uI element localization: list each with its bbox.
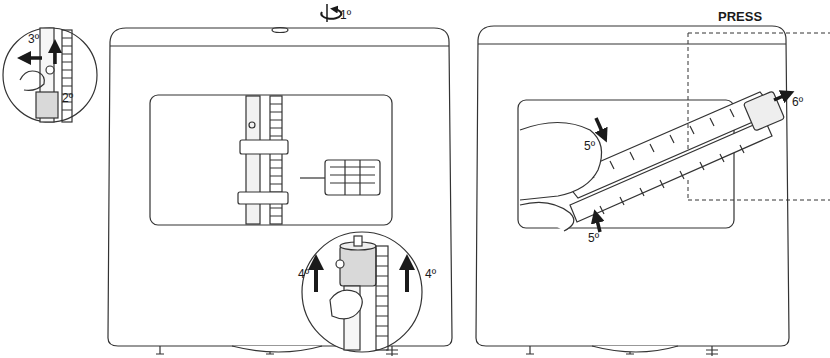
float-valve xyxy=(300,160,380,195)
step-arrow xyxy=(24,56,42,60)
rotate-shaft xyxy=(326,4,328,22)
press-bracket xyxy=(688,33,830,200)
step-number: 5º xyxy=(588,232,599,244)
step-arrow xyxy=(774,94,788,100)
tank-window xyxy=(150,95,392,225)
step-arrow xyxy=(405,262,409,292)
rotate-arrow xyxy=(321,9,341,19)
tank-feet xyxy=(526,346,718,356)
detail-circle xyxy=(3,28,97,122)
step-arrow xyxy=(53,46,57,64)
step-number: 4º xyxy=(298,268,309,280)
lid-line xyxy=(110,45,449,46)
button-hole xyxy=(272,28,288,33)
step-number: 1º xyxy=(340,9,351,21)
step-number: 5º xyxy=(584,140,595,152)
step-arrow xyxy=(314,262,318,292)
detail-mechanism xyxy=(20,28,72,122)
step-arrow xyxy=(596,216,600,232)
step-number: 6º xyxy=(792,96,803,108)
step-number: 4º xyxy=(425,268,436,280)
detail-circle xyxy=(302,232,422,352)
step-number: 2º xyxy=(62,92,73,104)
valve-mechanism xyxy=(238,96,288,224)
lid-line xyxy=(478,43,786,44)
step-number: 3º xyxy=(28,33,39,45)
step-arrow xyxy=(596,118,604,136)
press-label: PRESS xyxy=(718,10,762,23)
removed-mechanism xyxy=(520,91,785,231)
tank-body xyxy=(476,26,789,346)
detail-valve xyxy=(330,236,388,350)
